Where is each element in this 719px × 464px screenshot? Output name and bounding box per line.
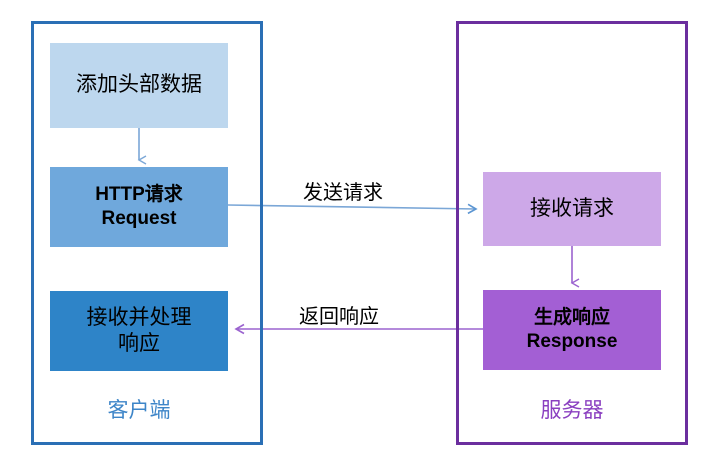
node-receive-request[interactable]: 接收请求 [483,172,661,246]
edge-label-return-response: 返回响应 [299,306,379,328]
node-add-header-data[interactable]: 添加头部数据 [50,43,228,128]
client-zone-caption: 客户端 [107,399,171,422]
node-http-request-label: HTTP请求 Request [95,184,183,229]
connector-send-request [227,203,478,215]
node-receive-and-process-response[interactable]: 接收并处理 响应 [50,291,228,371]
edge-label-send-request: 发送请求 [303,182,383,204]
node-add-header-label: 添加头部数据 [76,73,202,97]
server-zone-container [456,21,688,445]
node-http-request[interactable]: HTTP请求 Request [50,167,228,247]
node-generate-response-label: 生成响应 Response [526,307,618,352]
node-receive-request-label: 接收请求 [530,196,614,220]
node-receive-response-label: 接收并处理 响应 [86,305,192,355]
node-generate-response[interactable]: 生成响应 Response [483,290,661,370]
server-zone-caption: 服务器 [540,399,604,422]
client-zone-container [31,21,263,445]
